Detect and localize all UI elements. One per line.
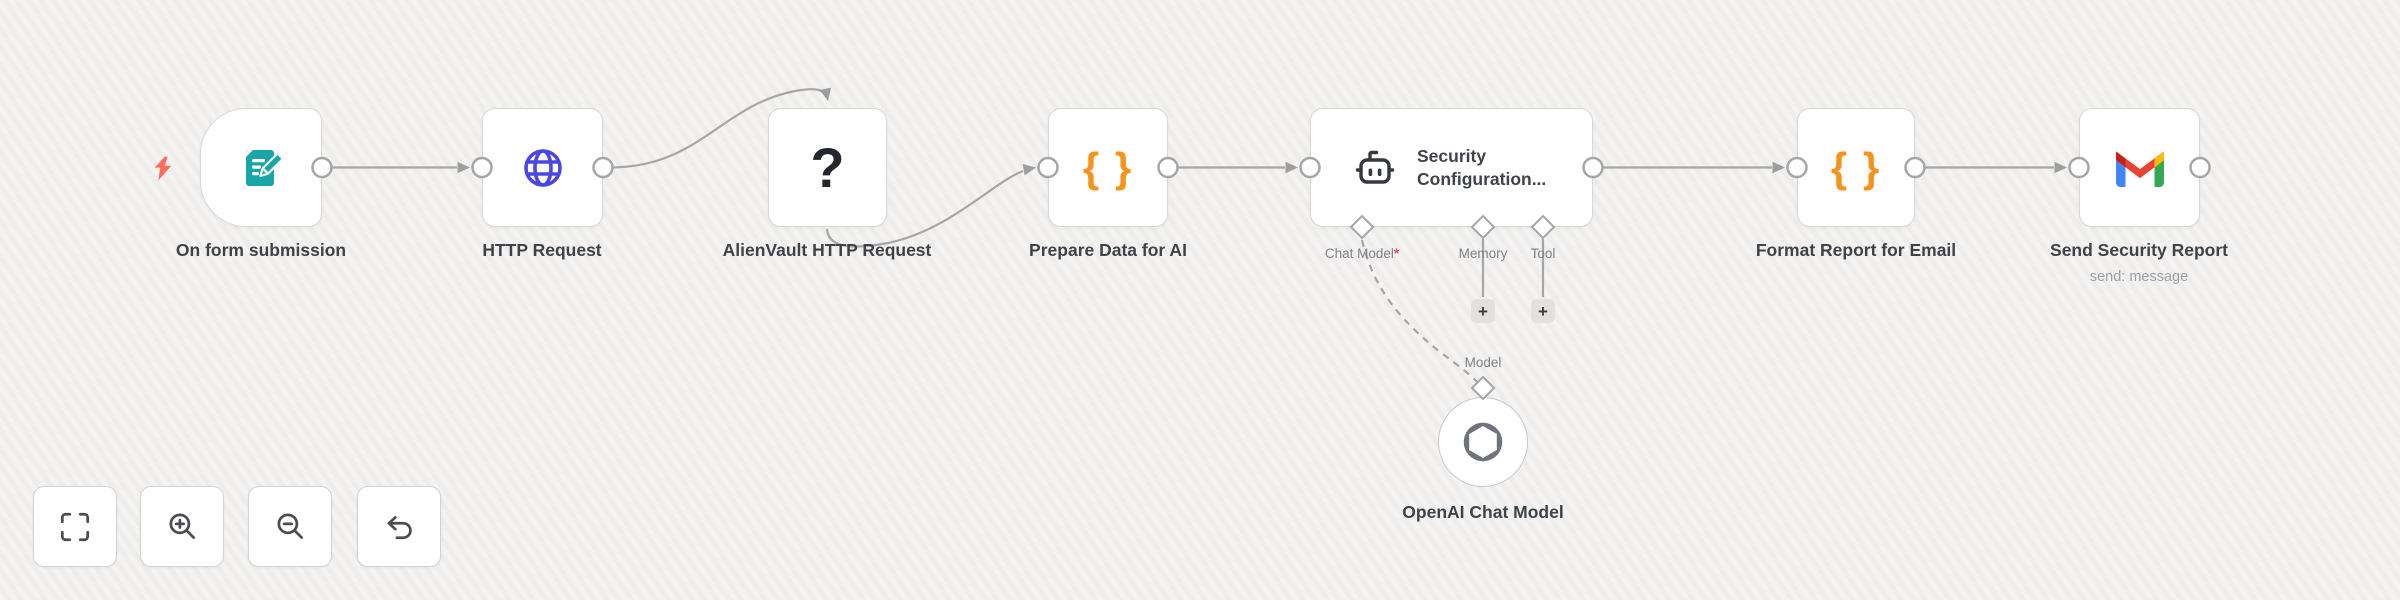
- robot-icon: [1355, 150, 1395, 184]
- connection-form-to-http[interactable]: [332, 161, 470, 174]
- port-label-model: Model: [1464, 355, 1502, 370]
- tool-port[interactable]: [1530, 214, 1556, 240]
- port-label-chat-model: Chat Model*: [1324, 246, 1400, 261]
- node-label: On form submission: [175, 240, 347, 260]
- node-send-security-report[interactable]: [2079, 108, 2200, 227]
- required-marker: *: [1393, 246, 1400, 261]
- zoom-out-button[interactable]: [248, 486, 332, 567]
- node-security-configuration[interactable]: Security Configuration...: [1310, 108, 1593, 227]
- memory-port[interactable]: [1470, 214, 1496, 240]
- node-label: OpenAI Chat Model: [1402, 502, 1564, 522]
- node-subtitle: send: message: [2089, 269, 2189, 285]
- output-port[interactable]: [311, 156, 333, 179]
- node-label: HTTP Request: [482, 240, 602, 260]
- output-port[interactable]: [1582, 156, 1604, 179]
- zoom-in-icon: [169, 512, 196, 539]
- output-port[interactable]: [2189, 156, 2211, 179]
- output-port[interactable]: [1157, 156, 1179, 179]
- code-braces-icon: { }: [1830, 143, 1882, 191]
- connection-http-to-alienvault[interactable]: [612, 87, 834, 169]
- node-title: Security Configuration...: [1417, 145, 1547, 189]
- code-braces-icon: { }: [1082, 143, 1134, 191]
- node-openai-chat-model[interactable]: [1438, 397, 1528, 487]
- node-http-request[interactable]: [482, 108, 603, 227]
- port-label-tool: Tool: [1530, 246, 1556, 261]
- question-mark-icon: ?: [810, 135, 845, 199]
- input-port[interactable]: [2068, 156, 2090, 179]
- node-label: Send Security Report: [2050, 240, 2228, 260]
- add-tool-button[interactable]: +: [1531, 299, 1555, 323]
- node-alienvault-http-request[interactable]: ?: [768, 108, 887, 227]
- undo-icon: [387, 515, 412, 539]
- gmail-icon: [2115, 151, 2164, 188]
- connection-chatmodel-to-openai[interactable]: [1360, 239, 1479, 384]
- output-port[interactable]: [1904, 156, 1926, 179]
- connection-format-to-gmail[interactable]: [1925, 161, 2067, 174]
- undo-button[interactable]: [357, 486, 441, 567]
- connection-prepare-to-security[interactable]: [1178, 161, 1298, 174]
- input-port[interactable]: [471, 156, 493, 179]
- zoom-in-button[interactable]: [140, 486, 224, 567]
- connection-security-to-format[interactable]: [1603, 161, 1785, 174]
- input-port[interactable]: [1037, 156, 1059, 179]
- input-port[interactable]: [1786, 156, 1808, 179]
- fit-view-icon: [60, 512, 90, 541]
- globe-icon: [523, 148, 562, 187]
- add-memory-button[interactable]: +: [1471, 299, 1495, 323]
- connection-alienvault-to-prepare[interactable]: [825, 162, 1037, 248]
- node-label: Format Report for Email: [1755, 240, 1957, 260]
- model-port[interactable]: [1470, 375, 1496, 401]
- output-port[interactable]: [592, 156, 614, 179]
- node-format-report-for-email[interactable]: { }: [1797, 108, 1915, 227]
- port-label-memory: Memory: [1458, 246, 1508, 261]
- openai-icon: [1463, 422, 1503, 462]
- input-port[interactable]: [1299, 156, 1321, 179]
- zoom-out-icon: [277, 512, 304, 539]
- node-on-form-submission[interactable]: [200, 108, 322, 227]
- form-edit-icon: [246, 149, 284, 186]
- chat-model-port[interactable]: [1349, 214, 1375, 240]
- trigger-bolt-icon: [154, 156, 172, 181]
- node-label: Prepare Data for AI: [1029, 240, 1187, 260]
- node-label: AlienVault HTTP Request: [722, 240, 932, 260]
- zoom-to-fit-button[interactable]: [33, 486, 117, 567]
